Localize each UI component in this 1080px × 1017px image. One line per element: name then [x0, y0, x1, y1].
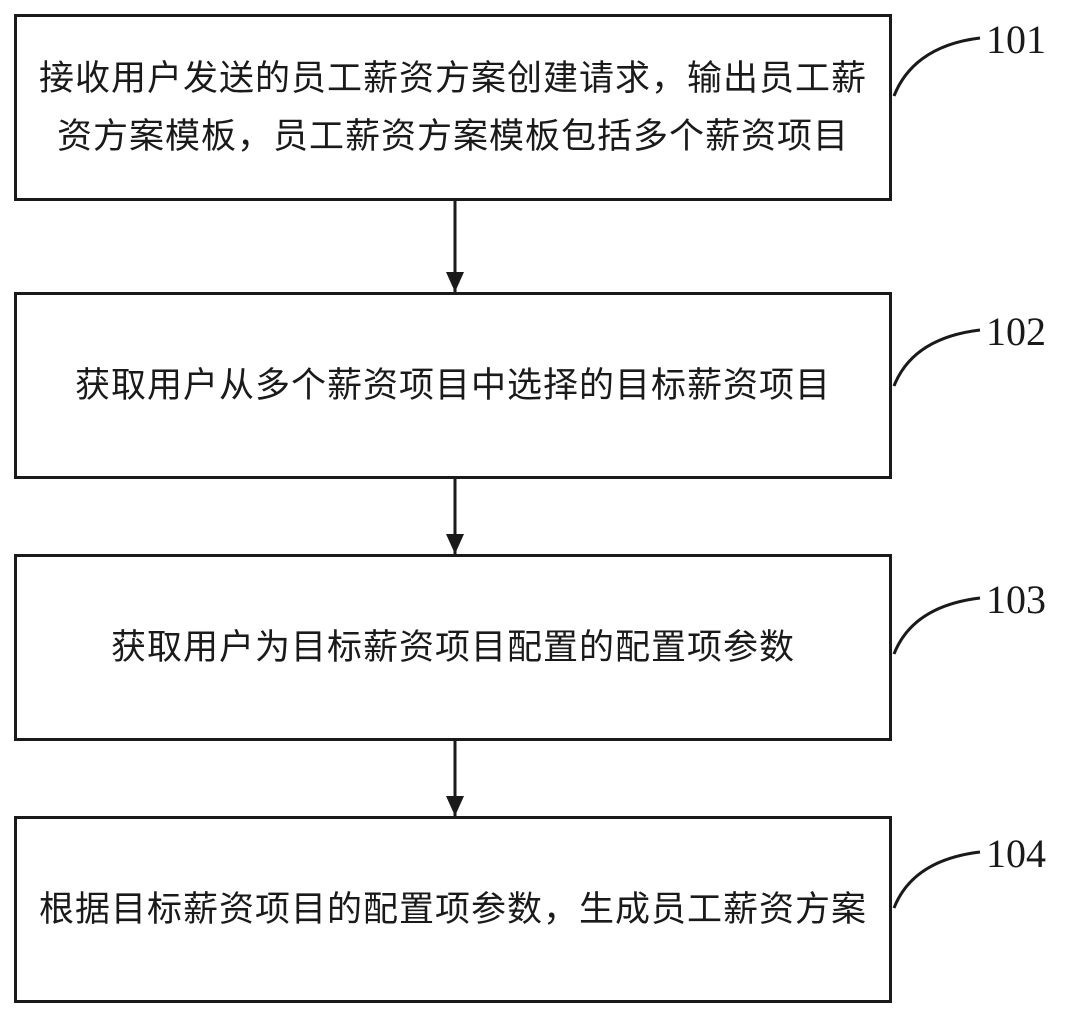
step-text-104: 根据目标薪资项目的配置项参数，生成员工薪资方案 — [39, 889, 868, 930]
leader-line-102 — [892, 328, 981, 387]
arrowhead-101-to-102 — [446, 272, 464, 292]
arrowhead-102-to-103 — [446, 534, 464, 554]
step-box-103: 获取用户为目标薪资项目配置的配置项参数 — [14, 554, 892, 741]
step-text-102: 获取用户从多个薪资项目中选择的目标薪资项目 — [74, 365, 831, 406]
step-label-104: 104 — [986, 831, 1046, 876]
step-label-101: 101 — [986, 17, 1046, 62]
step-text-103: 获取用户为目标薪资项目配置的配置项参数 — [110, 627, 795, 668]
leader-line-103 — [892, 596, 981, 655]
leader-line-104 — [892, 850, 981, 909]
arrowhead-103-to-104 — [446, 796, 464, 816]
step-box-104: 根据目标薪资项目的配置项参数，生成员工薪资方案 — [14, 816, 892, 1003]
step-box-102: 获取用户从多个薪资项目中选择的目标薪资项目 — [14, 292, 892, 479]
leader-line-101 — [892, 36, 981, 97]
step-label-102: 102 — [986, 309, 1046, 354]
step-box-101: 接收用户发送的员工薪资方案创建请求，输出员工薪资方案模板，员工薪资方案模板包括多… — [14, 14, 892, 201]
step-label-103: 103 — [986, 577, 1046, 622]
step-text-101: 接收用户发送的员工薪资方案创建请求，输出员工薪资方案模板，员工薪资方案模板包括多… — [39, 58, 868, 157]
